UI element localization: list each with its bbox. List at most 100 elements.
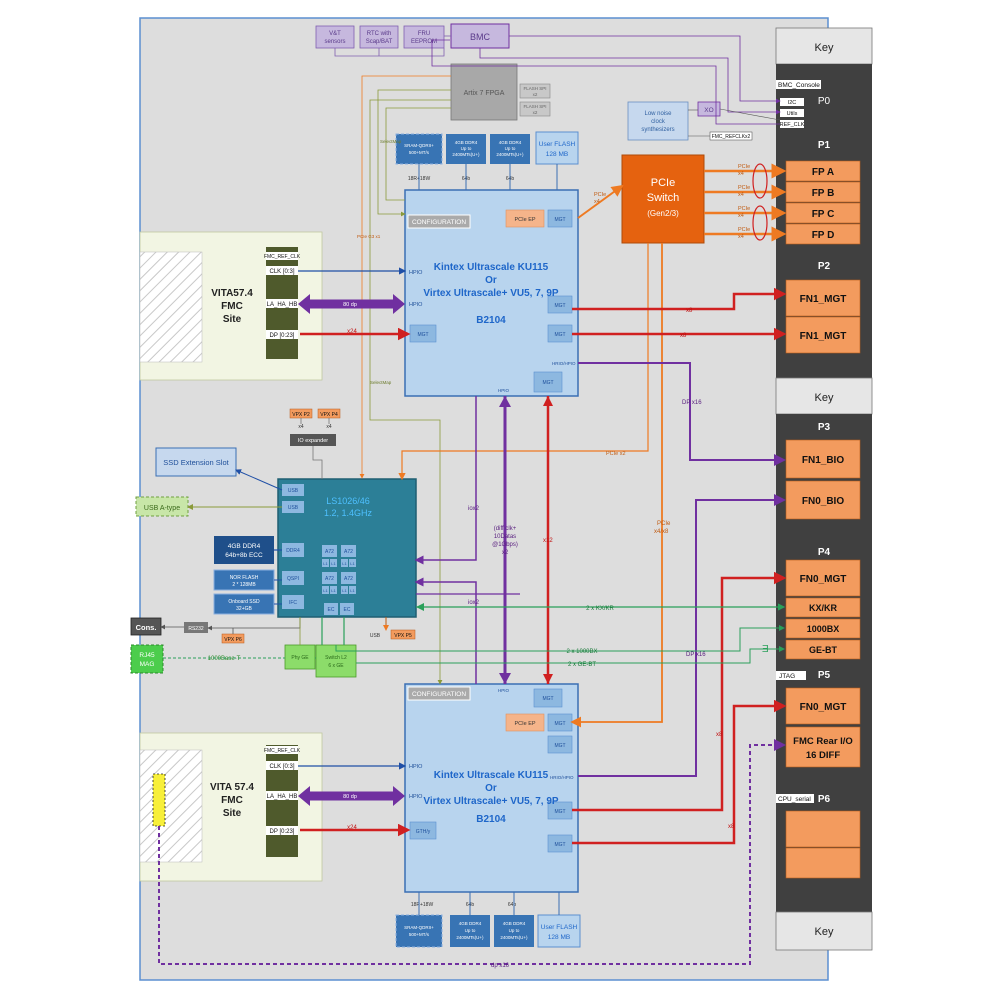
fmc-bottom-title-l2: FMC	[221, 795, 243, 806]
fp-ab-loop	[752, 163, 768, 199]
slot-p6-b	[785, 847, 861, 879]
jtag-label: JTAG	[779, 673, 795, 680]
fpc-x4: x4	[738, 213, 744, 219]
vpx-key-mid	[775, 377, 873, 415]
ddr4-bottom-a-l2: Up to	[465, 928, 476, 933]
sram-top-l1: SRAM-QDRII+	[404, 143, 434, 148]
mgt-fn0-p4	[572, 571, 787, 812]
fpga-top-line4: B2104	[476, 315, 506, 326]
vpx-p2-label: VPX P2	[292, 412, 310, 418]
user-flash-top-l1: User FLASH	[539, 141, 576, 148]
fn1-bio-label: FN1_BIO	[802, 455, 844, 466]
p1-label: P1	[818, 140, 831, 151]
fmc-site-top: VITA57.4 FMC Site FMC_REF_CLK CLK [0:3] …	[139, 231, 323, 381]
sram-top	[395, 133, 443, 165]
diff-l1: (diff clk+	[494, 526, 517, 532]
fn0-mgt-p4-label: FN0_MGT	[800, 574, 847, 585]
mgt-bottom-2-label: MGT	[554, 721, 565, 727]
fmc-top-la-tag	[266, 299, 298, 308]
iox2-bottom-label: iox2	[468, 600, 480, 606]
ddr4-ecc-box	[214, 536, 274, 564]
xo-refclk	[719, 108, 781, 121]
soc-a72-1-label: A72	[325, 549, 334, 555]
fmc-bottom-80dp: 80 dp	[343, 794, 357, 800]
soc-a72-3	[322, 572, 337, 584]
p4-label: P4	[818, 547, 831, 558]
p0-label: P0	[818, 96, 831, 107]
selectmap-label-2: SelectMap	[370, 380, 392, 385]
top-area: V&T sensors RTC with Scap/BAT FRU EEPROM…	[315, 23, 753, 141]
soc-l1-1	[322, 559, 329, 567]
mgt-bottom-3-label: MGT	[554, 743, 565, 749]
soc-l1-7	[341, 586, 348, 594]
io-expander-box	[290, 434, 336, 446]
fp-cd-loop	[752, 205, 768, 241]
fpa-x4: x4	[738, 171, 744, 177]
fmc-bottom-dp: DP [0:23]	[270, 829, 295, 835]
fmc-top-title-l2: FMC	[221, 301, 243, 312]
vpx-key-top-label: Key	[815, 42, 834, 54]
ddr4-top-a-l1: 4GB DDR4	[455, 140, 478, 145]
mgt-fn0-p4-x8: x8	[716, 732, 723, 738]
dp-x16-mid-label: DP x16	[686, 652, 706, 658]
soc-l1-3	[341, 559, 348, 567]
slot-fn0-mgt-p4	[785, 559, 861, 597]
artix-pcie-link	[359, 75, 451, 479]
io-expander-link	[312, 446, 323, 479]
utils-tag	[780, 109, 804, 117]
soc-usb-2	[282, 501, 304, 513]
fpd-pcie: PCIe	[738, 227, 750, 233]
fmc-top-80dp: 80 dp	[343, 302, 357, 308]
ddr4-top-b-l3: 2400MTs(U+)	[496, 152, 524, 157]
i2c-label: I2C	[788, 100, 797, 106]
fmc-top-x24: x24	[347, 329, 357, 335]
soc-name-l1: LS1026/46	[326, 496, 370, 506]
ddr4-top-b-l2: Up to	[505, 146, 516, 151]
ref-clk-label: REF_CLK	[780, 122, 805, 128]
bus-18r-bottom: 18R+18W	[411, 902, 434, 908]
mgt-bottom-5-label: MGT	[554, 842, 565, 848]
slot-fmc-rear-io	[785, 726, 861, 768]
switch-l2-l1: Switch L2	[325, 655, 347, 661]
fp-c-label: FP C	[812, 209, 835, 220]
mgt-top-1	[547, 209, 573, 228]
x12-arrow-down	[543, 674, 553, 684]
switch-soc-pcie	[398, 243, 649, 481]
pcie-switch-box	[621, 154, 705, 244]
flash-spi-2-l1: FLASH SPI	[523, 104, 546, 109]
hpio-bottom-1: HPIO	[409, 764, 423, 770]
1000bx-label: 1000BX	[807, 624, 840, 634]
hpio-top-bottom: HPIO	[498, 388, 510, 393]
fpga-bottom: CONFIGURATION HPIO MGT PCIe EP MGT MGT M…	[404, 683, 579, 893]
ddr4-top-a-l2: Up to	[461, 146, 472, 151]
sram-top-l2: 500+MT/s	[409, 150, 430, 155]
vpx-key-top	[775, 27, 873, 65]
config-top-label: CONFIGURATION	[412, 219, 466, 226]
vpx-key-mid-label: Key	[815, 392, 834, 404]
ddr4-top-b-l1: 4GB DDR4	[499, 140, 522, 145]
user-flash-top-l2: 128 MB	[546, 151, 568, 158]
bmc-sensor-bus	[334, 48, 445, 57]
hpio-top-1: HPIO	[409, 270, 423, 276]
soc: LS1026/46 1.2, 1.4GHz USB USB DDR4 QSPI …	[277, 478, 417, 618]
soc-l1-8-label: L1	[350, 588, 355, 593]
vpx-key-bottom-label: Key	[815, 926, 834, 938]
mgt-top-2	[547, 295, 573, 314]
ddr4-bottom-a-l1: 4GB DDR4	[459, 921, 482, 926]
pcie-ep-bottom	[505, 713, 545, 732]
sram-bottom-l2: 500+MT/s	[409, 932, 430, 937]
artix-selectmap-top	[377, 89, 451, 217]
rtc-line2: Scap/BAT	[366, 39, 393, 45]
iox2-bottom	[414, 577, 477, 684]
fmc-top-la-arrow-l	[298, 294, 310, 314]
diff-l2: 10Datas	[494, 534, 516, 540]
slot-fn1-bio	[785, 439, 861, 479]
soc-l1-6-label: L1	[331, 588, 336, 593]
ddr4-top-a-l3: 2400MTs(U+)	[452, 152, 480, 157]
fmc-rear-io-link	[158, 739, 786, 965]
fpga-bottom-line1: Kintex Ultrascale KU115	[434, 770, 549, 781]
diff-arrow-up	[499, 396, 511, 407]
fn1-mgt-b-label: FN1_MGT	[800, 331, 847, 342]
switch-l2-l2: 6 x GE	[328, 663, 344, 669]
vpx-p6-label: VPX P6	[224, 637, 242, 643]
